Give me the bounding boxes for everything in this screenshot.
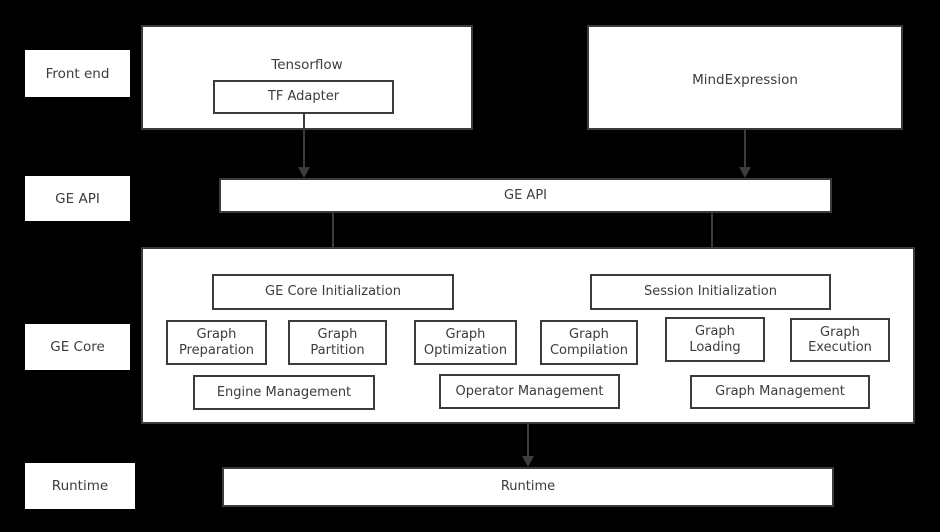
graph-partition-box[interactable]: Graph Partition xyxy=(288,320,387,365)
graph-loading-box[interactable]: Graph Loading xyxy=(665,317,765,362)
graph-preparation-label: Graph Preparation xyxy=(178,327,255,358)
arrow-tf-adapter-to-ge-api xyxy=(298,114,310,178)
layer-label-front-end: Front end xyxy=(25,50,130,97)
arrow-mindexpression-to-ge-api xyxy=(739,130,751,178)
graph-management-label: Graph Management xyxy=(715,384,845,400)
operator-management-label: Operator Management xyxy=(455,383,604,399)
engine-management-label: Engine Management xyxy=(216,384,352,400)
layer-label-ge-api: GE API xyxy=(25,176,130,221)
mindexpression-label: MindExpression xyxy=(692,72,798,88)
layer-label-ge-core-text: GE Core xyxy=(50,339,105,355)
engine-management-box[interactable]: Engine Management xyxy=(193,375,375,410)
tensorflow-label: Tensorflow xyxy=(271,57,343,73)
graph-compilation-box[interactable]: Graph Compilation xyxy=(540,320,638,365)
ge-core-initialization-box[interactable]: GE Core Initialization xyxy=(212,274,454,310)
layer-label-runtime: Runtime xyxy=(25,463,135,509)
session-initialization-label: Session Initialization xyxy=(643,284,777,300)
arrow-shaft xyxy=(711,213,713,263)
arrow-shaft xyxy=(744,130,746,167)
layer-label-ge-api-text: GE API xyxy=(55,190,100,207)
layer-label-front-end-text: Front end xyxy=(45,65,110,82)
graph-loading-label: Graph Loading xyxy=(689,324,741,355)
layer-label-runtime-text: Runtime xyxy=(51,478,109,494)
ge-api-bar-label: GE API xyxy=(504,187,547,203)
arrow-head xyxy=(739,167,751,178)
runtime-bar-label: Runtime xyxy=(500,479,556,495)
graph-preparation-box[interactable]: Graph Preparation xyxy=(166,320,267,365)
graph-execution-label: Graph Execution xyxy=(808,324,872,355)
mindexpression-box: MindExpression xyxy=(587,25,903,130)
arrow-head xyxy=(522,456,534,467)
runtime-bar[interactable]: Runtime xyxy=(222,467,834,507)
operator-management-box[interactable]: Operator Management xyxy=(439,374,620,409)
layer-label-ge-core: GE Core xyxy=(25,324,130,370)
ge-core-initialization-label: GE Core Initialization xyxy=(265,284,401,300)
session-initialization-box[interactable]: Session Initialization xyxy=(590,274,831,310)
graph-compilation-label: Graph Compilation xyxy=(549,327,629,358)
graph-execution-box[interactable]: Graph Execution xyxy=(790,318,890,362)
graph-optimization-label: Graph Optimization xyxy=(423,327,508,358)
arrow-shaft xyxy=(527,424,529,456)
tf-adapter-label: TF Adapter xyxy=(267,89,340,105)
arrow-head xyxy=(298,167,310,178)
graph-partition-label: Graph Partition xyxy=(310,327,365,358)
graph-optimization-box[interactable]: Graph Optimization xyxy=(414,320,517,365)
arrow-shaft xyxy=(303,114,305,167)
arrow-shaft xyxy=(332,213,334,263)
tensorflow-box: Tensorflow xyxy=(141,25,473,130)
graph-management-box[interactable]: Graph Management xyxy=(690,375,870,409)
ge-api-bar[interactable]: GE API xyxy=(219,178,832,213)
tf-adapter-box[interactable]: TF Adapter xyxy=(213,80,394,114)
arrow-ge-core-to-runtime xyxy=(522,424,534,467)
